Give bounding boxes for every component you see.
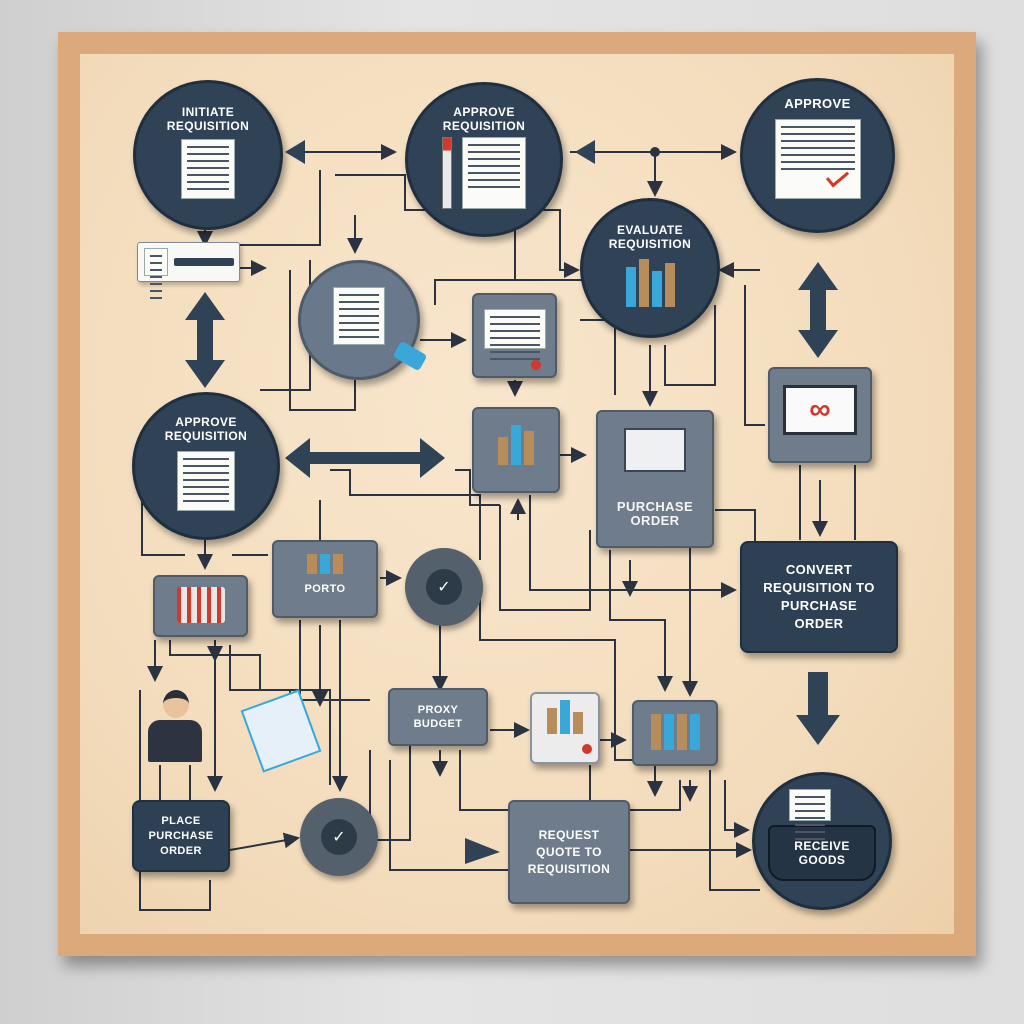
purchase-order-label: PURCHASE ORDER	[616, 499, 694, 528]
approve-requisition-mid-label: APPROVE REQUISITION	[164, 415, 248, 443]
approve-requisition-top-label: APPROVE REQUISITION	[442, 105, 526, 133]
document-icon	[483, 309, 546, 360]
pen-icon	[442, 137, 452, 209]
request-quote-node[interactable]: REQUEST QUOTE TO REQUISITION	[508, 800, 630, 904]
envelope-icon	[624, 428, 686, 472]
place-purchase-order-label: PLACE PURCHASE ORDER	[148, 814, 214, 857]
infinity-monitor-icon: ∞	[783, 385, 857, 435]
document-icon	[789, 789, 831, 840]
gear-icon[interactable]: ✓	[300, 798, 378, 876]
porto-node[interactable]: PORTO	[272, 540, 378, 618]
place-purchase-order-node[interactable]: PLACE PURCHASE ORDER	[132, 800, 230, 872]
check-icon: ✓	[426, 569, 462, 605]
chart-bars-icon	[625, 259, 675, 307]
document-icon	[462, 137, 526, 209]
initiate-requisition-node[interactable]: INITIATE REQUISITION	[133, 80, 283, 230]
chart-bars-icon	[650, 714, 700, 750]
proxy-budget-label: PROXY BUDGET	[413, 704, 463, 730]
person-icon	[148, 690, 204, 766]
document-icon	[144, 248, 168, 299]
print-queue-node[interactable]	[472, 293, 557, 378]
analysis-node[interactable]	[632, 700, 718, 766]
evaluate-requisition-node[interactable]: EVALUATE REQUISITION	[580, 198, 720, 338]
receive-goods-node[interactable]: RECEIVE GOODS	[752, 772, 892, 910]
status-dot-icon	[531, 360, 541, 370]
tool-node[interactable]	[153, 575, 248, 637]
chart-bars-icon	[498, 425, 534, 465]
purchase-order-node[interactable]: PURCHASE ORDER	[596, 410, 714, 548]
chart-bars-icon	[307, 554, 343, 574]
check-icon: ✓	[321, 819, 357, 855]
pen-icon	[174, 258, 234, 266]
request-quote-label: REQUEST QUOTE TO REQUISITION	[527, 827, 611, 876]
chart-bars-icon	[547, 700, 583, 734]
proxy-budget-node[interactable]: PROXY BUDGET	[388, 688, 488, 746]
printer-node[interactable]	[530, 692, 600, 764]
convert-requisition-node[interactable]: CONVERT REQUISITION TO PURCHASE ORDER	[740, 541, 898, 653]
approve-node[interactable]: APPROVE	[740, 78, 895, 233]
document-icon	[774, 119, 861, 199]
porto-label: PORTO	[304, 583, 346, 595]
receive-goods-label: RECEIVE GOODS	[794, 839, 850, 867]
evaluate-requisition-label: EVALUATE REQUISITION	[608, 223, 692, 251]
report-node[interactable]	[472, 407, 560, 493]
status-dot-icon	[582, 744, 592, 754]
checkmark-icon	[825, 165, 849, 188]
document-icon	[177, 451, 235, 511]
double-arrow-vertical-left	[185, 292, 225, 388]
wrench-icon	[176, 587, 225, 623]
initiate-requisition-label: INITIATE REQUISITION	[166, 105, 250, 133]
convert-requisition-label: CONVERT REQUISITION TO PURCHASE ORDER	[763, 562, 875, 631]
double-arrow-vertical-right	[798, 262, 838, 358]
document-icon	[181, 139, 235, 199]
approve-requisition-mid-node[interactable]: APPROVE REQUISITION	[132, 392, 280, 540]
approve-label: APPROVE	[784, 96, 851, 111]
approve-requisition-top-node[interactable]: APPROVE REQUISITION	[405, 82, 563, 237]
double-arrow-horizontal	[285, 438, 445, 478]
form-strip-node[interactable]	[137, 242, 240, 299]
down-arrow-receive	[796, 672, 840, 745]
review-edit-node[interactable]	[298, 260, 428, 380]
gear-icon[interactable]: ✓	[405, 548, 483, 626]
monitor-node[interactable]: ∞	[768, 367, 872, 463]
document-icon	[333, 287, 385, 345]
